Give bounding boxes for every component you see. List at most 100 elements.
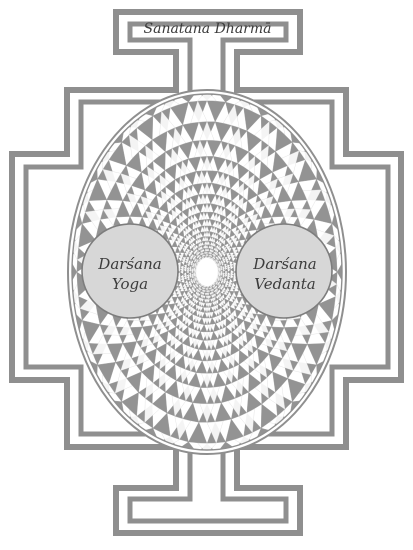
triangle-gap bbox=[243, 339, 254, 354]
triangle-gap bbox=[194, 249, 198, 255]
triangle-cell bbox=[238, 349, 249, 365]
triangle-gap bbox=[199, 245, 203, 251]
triangle-gap bbox=[211, 293, 215, 299]
triangle-cell bbox=[129, 202, 143, 218]
triangle-gap bbox=[226, 254, 231, 260]
triangle-gap bbox=[218, 319, 224, 329]
triangle-gap bbox=[72, 235, 80, 261]
triangle-cell bbox=[230, 220, 238, 231]
triangle-gap bbox=[231, 377, 244, 397]
triangle-gap bbox=[205, 299, 209, 304]
triangle-gap bbox=[190, 237, 195, 244]
triangle-cell bbox=[190, 194, 199, 206]
triangle-gap bbox=[209, 244, 213, 250]
triangle-gap bbox=[228, 280, 233, 286]
triangle-gap bbox=[199, 297, 203, 303]
triangle-gap bbox=[264, 178, 279, 197]
triangle-gap bbox=[102, 208, 120, 227]
triangle-gap bbox=[214, 221, 220, 229]
triangle-gap bbox=[273, 334, 288, 352]
triangle-gap bbox=[190, 205, 198, 216]
triangle-gap bbox=[206, 295, 210, 300]
triangle-gap bbox=[203, 331, 211, 341]
triangle-gap bbox=[212, 232, 217, 239]
triangle-cell bbox=[245, 330, 256, 344]
triangle-cell bbox=[148, 194, 160, 210]
triangle-gap bbox=[199, 193, 208, 205]
triangle-gap bbox=[220, 279, 224, 283]
triangle-gap bbox=[232, 249, 239, 256]
triangle-gap bbox=[178, 284, 184, 290]
triangle-gap bbox=[223, 278, 227, 283]
triangle-gap bbox=[254, 121, 270, 146]
triangle-gap bbox=[216, 172, 227, 187]
triangle-cell bbox=[192, 387, 208, 405]
vedanta-label-line2: Vedanta bbox=[254, 275, 316, 293]
triangle-gap bbox=[187, 261, 191, 266]
triangle-cell bbox=[130, 171, 146, 191]
triangle-gap bbox=[218, 252, 222, 257]
triangle-gap bbox=[216, 240, 221, 246]
triangle-gap bbox=[182, 383, 195, 402]
triangle-cell bbox=[306, 343, 326, 366]
triangle-gap bbox=[190, 261, 194, 265]
yoga-circle bbox=[81, 223, 179, 319]
triangle-gap bbox=[128, 134, 146, 159]
triangle-gap bbox=[170, 147, 183, 167]
triangle-cell bbox=[237, 364, 250, 381]
triangle-gap bbox=[210, 236, 214, 243]
outer-frame bbox=[9, 9, 404, 536]
triangle-gap bbox=[202, 182, 212, 195]
triangle-gap bbox=[228, 319, 236, 330]
triangle-cell bbox=[268, 353, 284, 373]
triangle-gap bbox=[196, 288, 200, 293]
triangle-gap bbox=[159, 110, 176, 136]
triangle-cell bbox=[106, 181, 123, 201]
triangle-gap bbox=[178, 319, 186, 330]
triangle-cell bbox=[106, 343, 123, 363]
vedanta-circle bbox=[235, 223, 333, 319]
triangle-gap bbox=[205, 240, 209, 245]
triangle-gap bbox=[197, 94, 217, 101]
triangle-cell bbox=[187, 321, 195, 331]
triangle-gap bbox=[225, 293, 231, 299]
triangle-gap bbox=[204, 231, 210, 237]
triangle-gap bbox=[205, 288, 209, 291]
triangle-gap bbox=[237, 300, 244, 309]
triangle-cell bbox=[151, 130, 168, 153]
triangle-gap bbox=[221, 334, 229, 346]
triangle-gap bbox=[188, 288, 193, 293]
triangle-cell bbox=[243, 320, 253, 332]
triangle-cell bbox=[259, 160, 273, 180]
triangle-gap bbox=[223, 218, 230, 228]
triangle-gap bbox=[174, 306, 181, 315]
triangle-cell bbox=[228, 174, 240, 189]
triangle-gap bbox=[213, 300, 217, 306]
triangle-cell bbox=[231, 331, 240, 344]
triangle-gap bbox=[198, 310, 203, 318]
triangle-cell bbox=[182, 335, 191, 348]
triangle-gap bbox=[190, 328, 198, 339]
triangle-cell bbox=[235, 309, 242, 318]
triangle-cell bbox=[236, 317, 245, 328]
triangle-gap bbox=[170, 196, 179, 210]
triangle-cell bbox=[198, 219, 205, 227]
triangle-cell bbox=[125, 151, 142, 173]
triangle-gap bbox=[216, 245, 220, 251]
triangle-cell bbox=[237, 163, 250, 180]
triangle-gap bbox=[158, 369, 171, 389]
triangle-gap bbox=[223, 308, 229, 317]
triangle-gap bbox=[228, 311, 235, 321]
triangle-cell bbox=[136, 115, 154, 141]
triangle-gap bbox=[186, 268, 190, 273]
triangle-gap bbox=[226, 239, 233, 246]
triangle-gap bbox=[185, 281, 189, 286]
triangle-gap bbox=[185, 258, 189, 263]
triangle-gap bbox=[169, 346, 180, 362]
triangle-gap bbox=[219, 345, 228, 358]
triangle-gap bbox=[227, 273, 231, 279]
triangle-gap bbox=[203, 203, 211, 213]
triangle-cell bbox=[206, 211, 214, 220]
triangle-gap bbox=[194, 293, 198, 299]
triangle-gap bbox=[216, 293, 220, 299]
